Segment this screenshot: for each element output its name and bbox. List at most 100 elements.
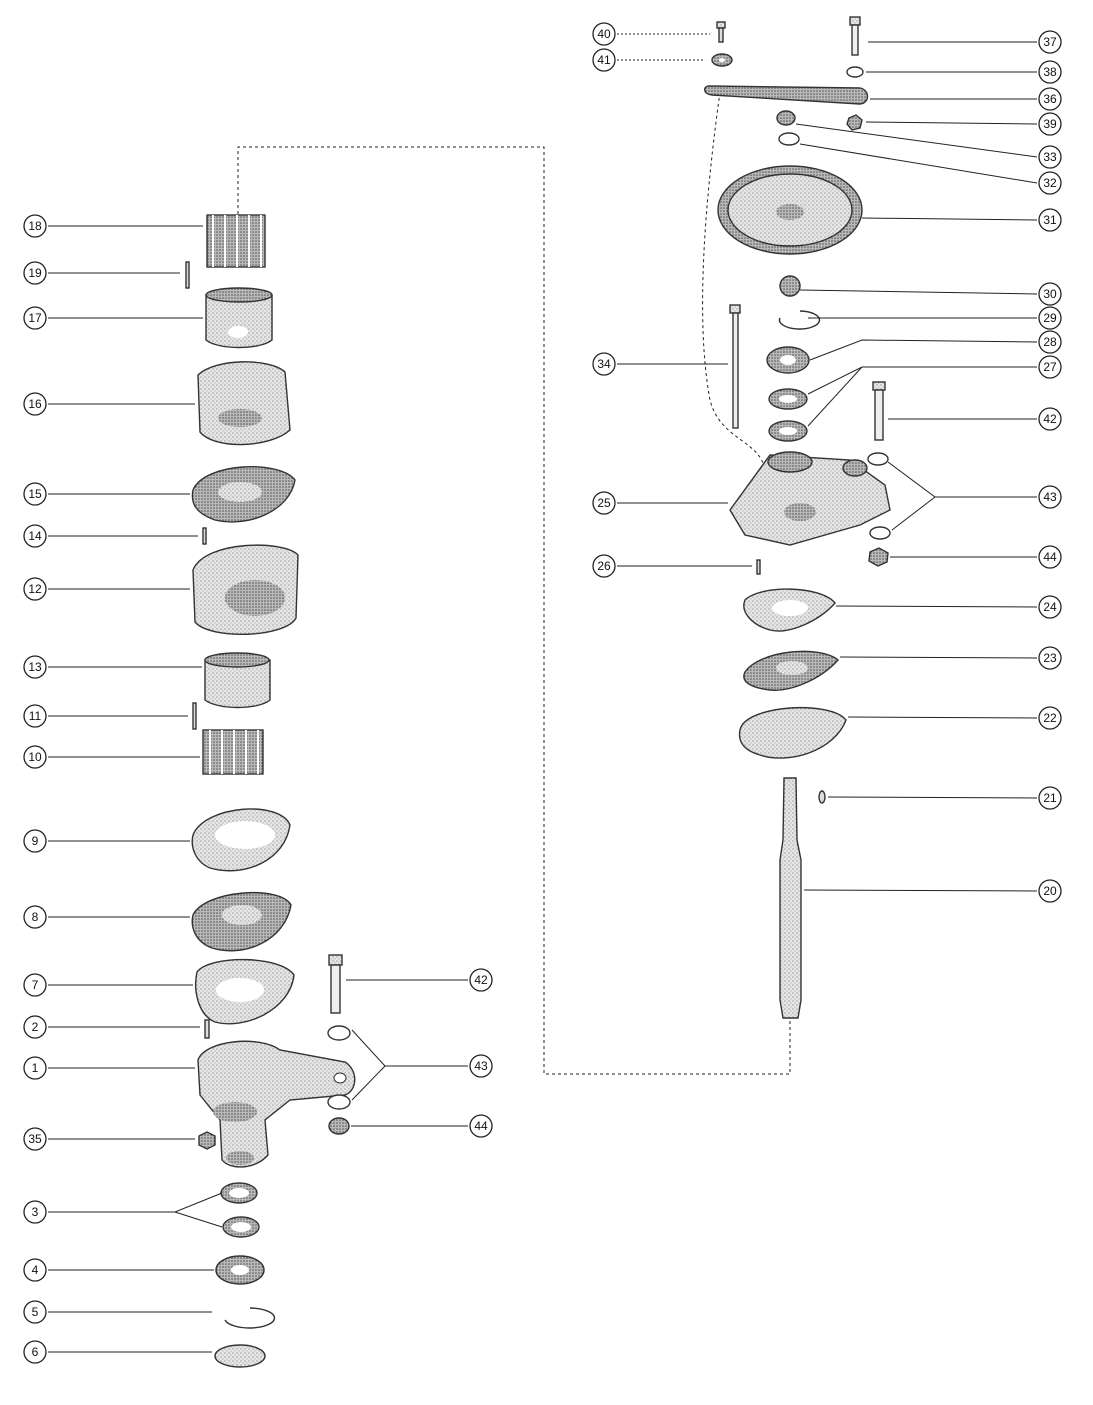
gasket-22: [738, 706, 847, 759]
insert-13: [204, 652, 271, 709]
callout-7: 7: [23, 973, 47, 997]
callout-30: 30: [1038, 282, 1062, 306]
washer-38: [846, 66, 864, 78]
bearing-4: [215, 1255, 265, 1285]
svg-text:40: 40: [597, 27, 611, 41]
drive-shaft-20: [779, 777, 802, 1019]
nut-44-right: [868, 547, 889, 567]
gasket-9: [191, 808, 291, 872]
callout-44-right: 44: [1038, 545, 1062, 569]
callout-4: 4: [23, 1258, 47, 1282]
callout-42-left: 42: [469, 968, 493, 992]
svg-text:41: 41: [597, 53, 611, 67]
svg-text:11: 11: [29, 709, 42, 723]
washers-43-right: [867, 452, 891, 540]
svg-text:29: 29: [1043, 311, 1057, 325]
svg-text:44: 44: [1043, 550, 1057, 564]
callout-17: 17: [23, 306, 47, 330]
svg-text:42: 42: [474, 973, 488, 987]
svg-text:2: 2: [32, 1020, 39, 1034]
callout-21: 21: [1038, 786, 1062, 810]
callout-35: 35: [23, 1127, 47, 1151]
callout-32: 32: [1038, 171, 1062, 195]
svg-text:20: 20: [1043, 884, 1057, 898]
callout-16: 16: [23, 392, 47, 416]
svg-text:17: 17: [28, 311, 42, 325]
callout-42-right: 42: [1038, 407, 1062, 431]
nut-33: [776, 110, 796, 126]
bolt-42-right: [872, 381, 886, 441]
svg-text:34: 34: [597, 357, 611, 371]
callout-43-left: 43: [469, 1054, 493, 1078]
svg-text:43: 43: [1043, 490, 1057, 504]
assembly-guide-lines: [237, 91, 791, 1075]
impeller-18: [206, 214, 266, 268]
pin-14: [202, 527, 207, 545]
svg-text:43: 43: [474, 1059, 488, 1073]
bolt-37: [849, 16, 861, 56]
svg-text:6: 6: [32, 1345, 39, 1359]
callout-38: 38: [1038, 60, 1062, 84]
callout-2: 2: [23, 1015, 47, 1039]
key-21: [818, 790, 826, 804]
svg-text:44: 44: [474, 1119, 488, 1133]
washers-43-left: [327, 1025, 351, 1110]
nut-44-left: [328, 1117, 350, 1135]
callout-19: 19: [23, 261, 47, 285]
svg-text:1: 1: [32, 1061, 39, 1075]
callout-34: 34: [592, 352, 616, 376]
callout-36: 36: [1038, 87, 1062, 111]
pump-housing-25: [729, 451, 891, 546]
callout-15: 15: [23, 482, 47, 506]
svg-text:42: 42: [1043, 412, 1057, 426]
svg-text:38: 38: [1043, 65, 1057, 79]
callout-20: 20: [1038, 879, 1062, 903]
callout-14: 14: [23, 524, 47, 548]
svg-text:10: 10: [28, 750, 42, 764]
callout-3: 3: [23, 1200, 47, 1224]
svg-text:22: 22: [1043, 711, 1057, 725]
callout-39: 39: [1038, 112, 1062, 136]
svg-text:35: 35: [28, 1132, 42, 1146]
callout-31: 31: [1038, 208, 1062, 232]
seals-27: [768, 388, 808, 442]
callout-29: 29: [1038, 306, 1062, 330]
svg-text:21: 21: [1043, 791, 1057, 805]
bearing-28: [766, 346, 810, 374]
nut-35: [198, 1131, 216, 1150]
callout-10: 10: [23, 745, 47, 769]
svg-text:33: 33: [1043, 150, 1057, 164]
callout-11: 11: [23, 704, 47, 728]
callout-9: 9: [23, 829, 47, 853]
svg-text:16: 16: [28, 397, 42, 411]
washer-32: [778, 132, 800, 146]
callout-24: 24: [1038, 595, 1062, 619]
callout-8: 8: [23, 905, 47, 929]
impeller-10: [202, 729, 264, 775]
washer-41: [711, 53, 733, 67]
callout-18: 18: [23, 214, 47, 238]
key-11: [192, 702, 197, 730]
svg-text:19: 19: [28, 266, 42, 280]
bolt-42-left: [328, 954, 343, 1014]
svg-text:14: 14: [28, 529, 42, 543]
svg-text:8: 8: [32, 910, 39, 924]
callout-13: 13: [23, 655, 47, 679]
svg-text:5: 5: [32, 1305, 39, 1319]
svg-text:25: 25: [597, 496, 611, 510]
pulley-31: [717, 165, 863, 255]
svg-text:18: 18: [28, 219, 42, 233]
svg-text:31: 31: [1043, 213, 1057, 227]
nut-39: [846, 114, 863, 131]
callout-22: 22: [1038, 706, 1062, 730]
callout-27: 27: [1038, 355, 1062, 379]
svg-text:39: 39: [1043, 117, 1057, 131]
water-pump-body-1: [197, 1040, 356, 1168]
callout-37: 37: [1038, 30, 1062, 54]
callout-41: 41: [592, 48, 616, 72]
svg-text:3: 3: [32, 1205, 39, 1219]
svg-text:32: 32: [1043, 176, 1057, 190]
callout-33: 33: [1038, 145, 1062, 169]
callout-43-right: 43: [1038, 485, 1062, 509]
